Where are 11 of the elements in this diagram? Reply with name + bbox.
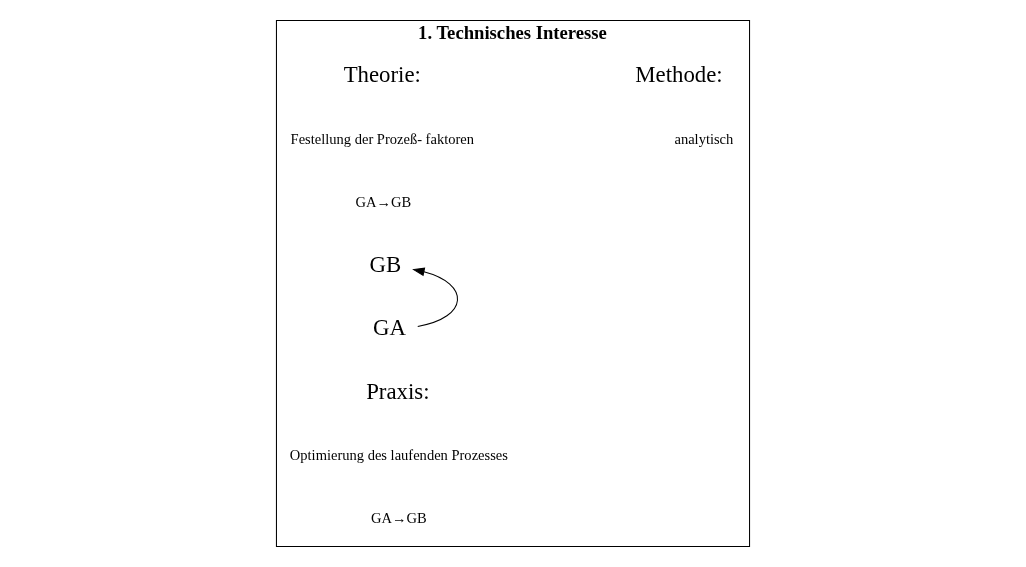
label: Festellung der Prozeß- faktoren [290, 130, 474, 147]
node-text: GB [369, 252, 402, 278]
label: GA→GB [371, 510, 427, 527]
arrow [412, 267, 458, 327]
label: analytisch [674, 130, 734, 147]
node-text: GA [373, 315, 407, 341]
label: Praxis: [366, 378, 430, 404]
label: GA→GB [355, 193, 412, 210]
label: Optimierung des laufenden Prozesses [289, 447, 508, 464]
label: Theorie: [343, 62, 421, 88]
label: Methode: [635, 62, 723, 88]
